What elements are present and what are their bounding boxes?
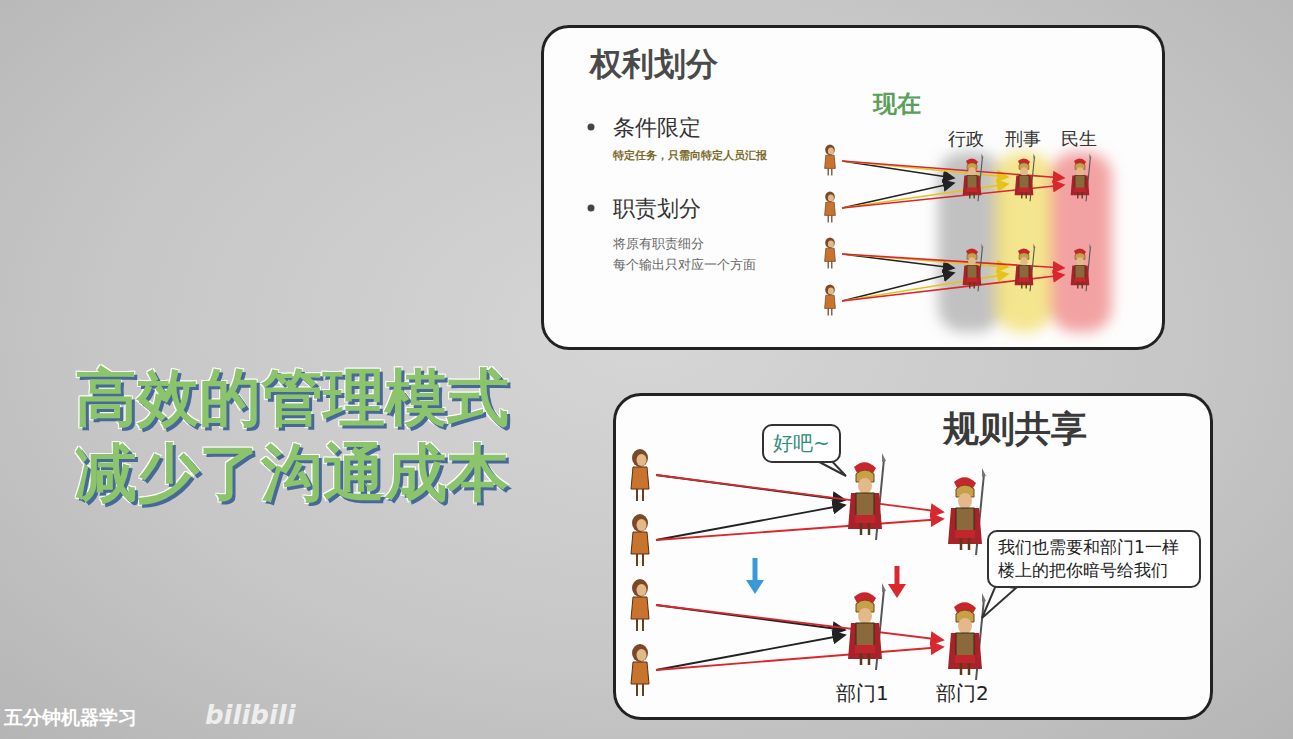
speech-bubble: 好吧~ [762, 424, 841, 463]
arrow-line [656, 519, 943, 540]
soldier [948, 468, 986, 555]
arrow-line [842, 273, 954, 301]
panel-heading: 规则共享 [943, 406, 1087, 451]
caveman [631, 449, 649, 501]
cloud-gray [938, 152, 1002, 332]
panel-box: 规则共享好吧~ 我们也需要和部门1一样 楼上的把你暗号给我们 [613, 393, 1213, 720]
bubble-text: 好吧~ [773, 430, 830, 457]
soldier [1015, 153, 1036, 201]
bullet [588, 124, 595, 131]
caveman [825, 284, 836, 315]
caveman [631, 644, 649, 696]
down-arrow-head [888, 584, 906, 598]
soldier [1015, 243, 1036, 291]
time-label: 现在 [873, 90, 921, 119]
arrow-line [656, 635, 845, 670]
watermark: 五分钟机器学习 [4, 706, 137, 729]
arrow-line [656, 505, 845, 540]
down-arrow-shaft [895, 566, 900, 586]
panel-ground [613, 393, 1213, 720]
panel-heading: 权利划分 [590, 44, 718, 84]
panel-text: 将原有职责细分 每个输出只对应一个方面 [613, 234, 763, 276]
panel-ground [541, 25, 1165, 350]
caveman [825, 237, 836, 268]
arrow-line [842, 274, 1008, 301]
panel-text: 职责划分 [613, 195, 701, 223]
soldier [963, 153, 984, 201]
arrow-line [842, 184, 1008, 208]
caveman [631, 579, 649, 631]
panel-box: 权利划分条件限定特定任务，只需向特定人员汇报职责划分将原有职责细分 每个输出只对… [541, 25, 1165, 350]
bubble-text: 我们也需要和部门1一样 楼上的把你暗号给我们 [998, 536, 1190, 582]
speech-bubble: 我们也需要和部门1一样 楼上的把你暗号给我们 [987, 530, 1201, 588]
soldier [848, 453, 886, 540]
headline: 高效的管理模式 减少了沟通成本 [75, 360, 555, 510]
panel-text: 特定任务，只需向特定人员汇报 [613, 149, 767, 163]
soldier [848, 583, 886, 670]
soldier [1071, 243, 1092, 291]
bullet [588, 205, 595, 212]
column-label: 民生 [1061, 128, 1097, 150]
category-clouds [938, 152, 1112, 332]
cloud-red [1050, 152, 1112, 332]
bubble-tail [982, 585, 1016, 618]
column-label: 行政 [948, 128, 984, 150]
arrow-line [656, 605, 943, 640]
down-arrow-shaft [753, 558, 758, 582]
caveman [825, 191, 836, 222]
department-label: 部门1 [836, 681, 889, 705]
soldier [948, 593, 986, 680]
arrow-line [656, 647, 943, 670]
department-label: 部门2 [936, 681, 989, 705]
soldier [963, 243, 984, 291]
down-arrow-head [746, 580, 764, 594]
arrow-line [842, 183, 954, 208]
caveman [825, 144, 836, 175]
column-label: 刑事 [1005, 128, 1041, 150]
watermark: bilibili [205, 700, 296, 731]
soldier [1071, 153, 1092, 201]
cloud-yellow [995, 152, 1053, 332]
panel-text: 条件限定 [613, 114, 701, 142]
bottom-arrows [656, 475, 943, 670]
arrow-line [656, 475, 943, 512]
caveman [631, 514, 649, 566]
